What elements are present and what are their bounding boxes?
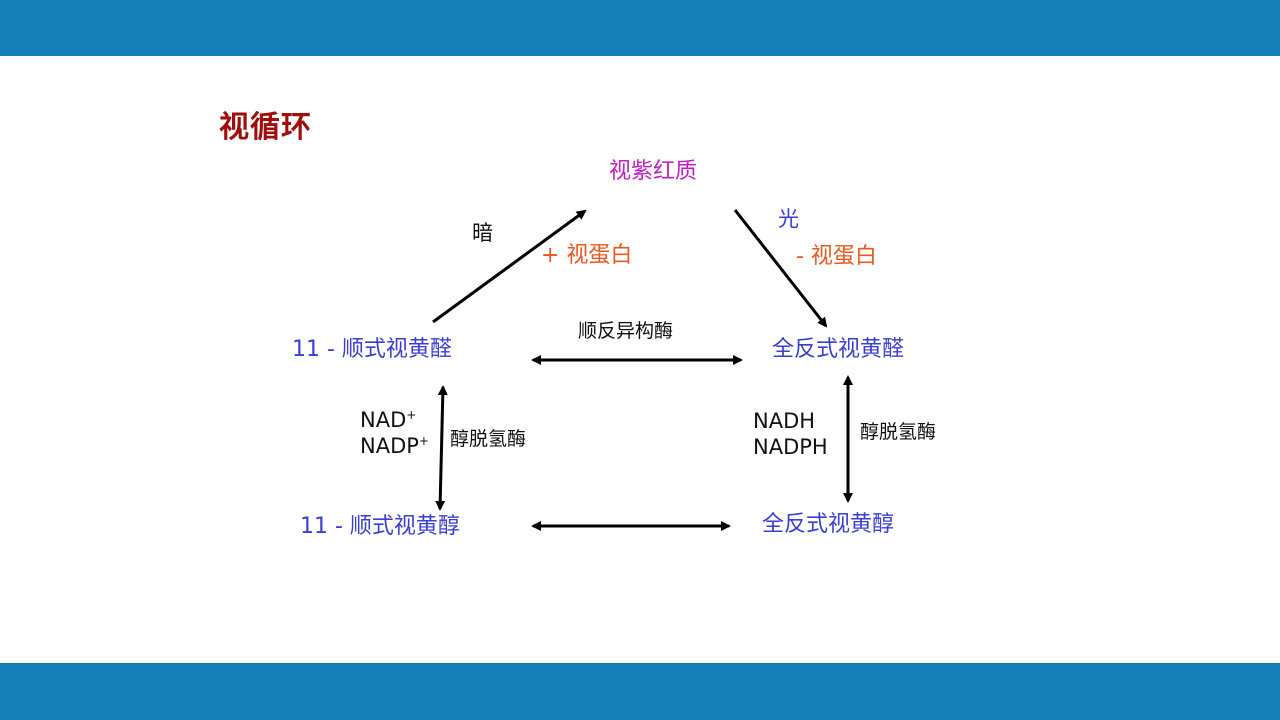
- label-dehydrogenase-left: 醇脱氢酶: [450, 428, 527, 450]
- label-minus-opsin: - 视蛋白: [796, 244, 877, 269]
- label-nadh: NADH: [753, 409, 816, 433]
- node-cis-retinal: 11 - 顺式视黄醛: [292, 337, 452, 362]
- label-nadp: NADP+: [360, 434, 429, 458]
- node-rhodopsin: 视紫红质: [609, 159, 698, 184]
- node-trans-retinal: 全反式视黄醛: [772, 337, 905, 362]
- label-light: 光: [778, 207, 799, 231]
- bottom-banner: [0, 663, 1280, 720]
- label-nadph: NADPH: [753, 435, 828, 459]
- label-dehydrogenase-right: 醇脱氢酶: [860, 421, 937, 443]
- top-banner: [0, 0, 1280, 56]
- node-cis-retinol: 11 - 顺式视黄醇: [300, 514, 460, 539]
- slide-title: 视循环: [219, 110, 312, 145]
- label-plus-opsin: + 视蛋白: [541, 243, 633, 268]
- label-isomerase: 顺反异构酶: [578, 320, 674, 342]
- left-dehydrogenase-arrow: [435, 385, 448, 511]
- label-nad: NAD+: [360, 408, 417, 432]
- light-arrow: [733, 209, 828, 328]
- dark-arrow: [432, 209, 587, 324]
- node-trans-retinol: 全反式视黄醇: [762, 512, 895, 537]
- label-dark: 暗: [472, 221, 493, 245]
